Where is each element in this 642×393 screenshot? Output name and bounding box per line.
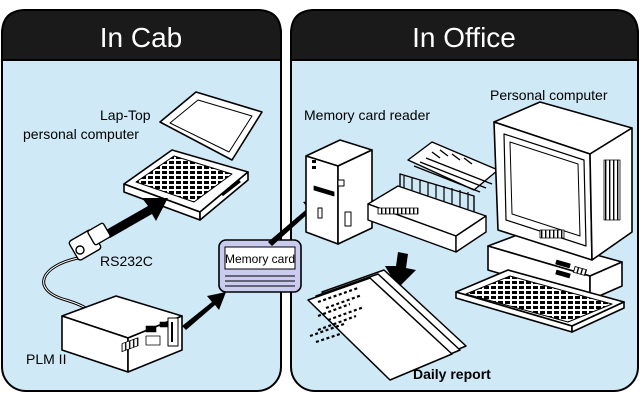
laptop-label-line1: Lap-Top [100,107,151,123]
in-office-header [290,9,639,61]
keyboard-icon [455,269,625,333]
memory-card-icon [218,239,302,293]
memory-card-label: Memory card [225,252,295,266]
daily-report-label: Daily report [413,366,491,382]
report-pages-icon [307,269,467,381]
plm-label: PLM II [26,351,66,367]
card-reader-label: Memory card reader [304,107,430,123]
arrow-plm-to-card [182,292,226,330]
rs232c-label: RS232C [100,253,153,269]
in-office-title: In Office [412,22,516,53]
printer-icon [367,141,499,253]
card-reader-icon [305,139,373,245]
in-cab-title: In Cab [100,22,183,53]
laptop-label-line2: personal computer [23,126,139,142]
desktop-computer-icon [487,101,633,301]
laptop-icon [123,91,263,221]
in-cab-header [1,9,282,61]
personal-computer-label: Personal computer [490,87,608,103]
plm-device-icon [61,295,183,373]
arrow-to-laptop [106,198,168,238]
